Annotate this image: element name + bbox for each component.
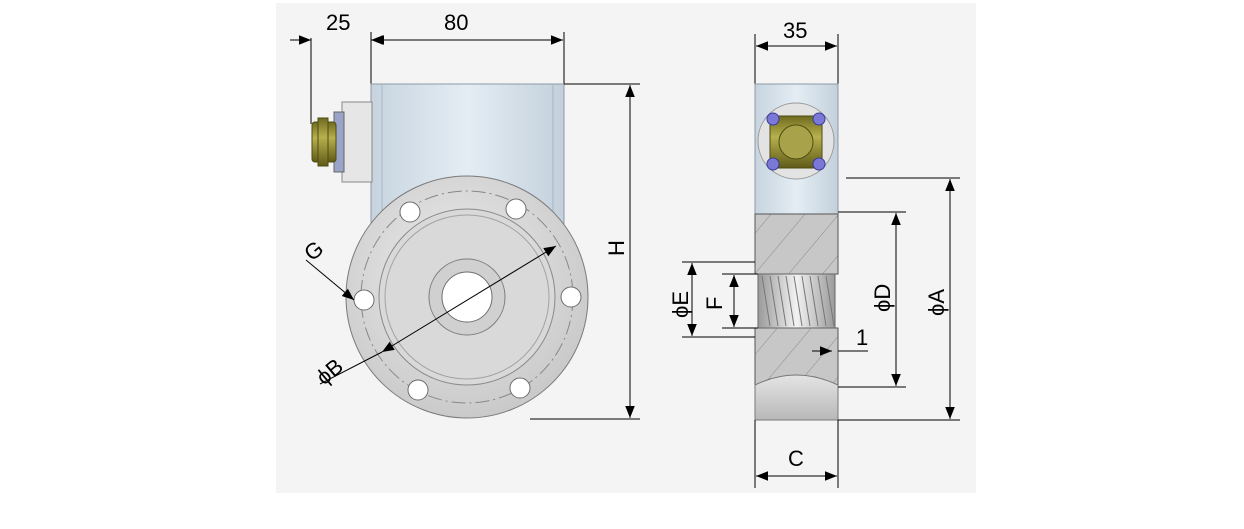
dim-connector-offset: 25 [326,10,350,35]
front-view [290,32,640,420]
side-bottom [754,374,839,421]
connector-icon [311,101,373,183]
thread-icon [757,273,836,329]
dim-outer-diameter-a: ϕA [924,289,949,316]
dim-body-width: 80 [444,10,468,35]
dim-side-width: 35 [783,18,807,43]
dim-inner-diameter-e: ϕE [668,291,693,318]
dim-thickness: C [788,446,804,471]
hatched-section-icon [754,213,839,386]
dim-height: H [604,240,629,256]
dim-inner-diameter-d: ϕD [870,284,895,312]
bolt-holes [353,198,582,401]
dim-thread: F [702,297,727,310]
side-view [682,34,960,488]
dim-step: 1 [856,325,868,350]
